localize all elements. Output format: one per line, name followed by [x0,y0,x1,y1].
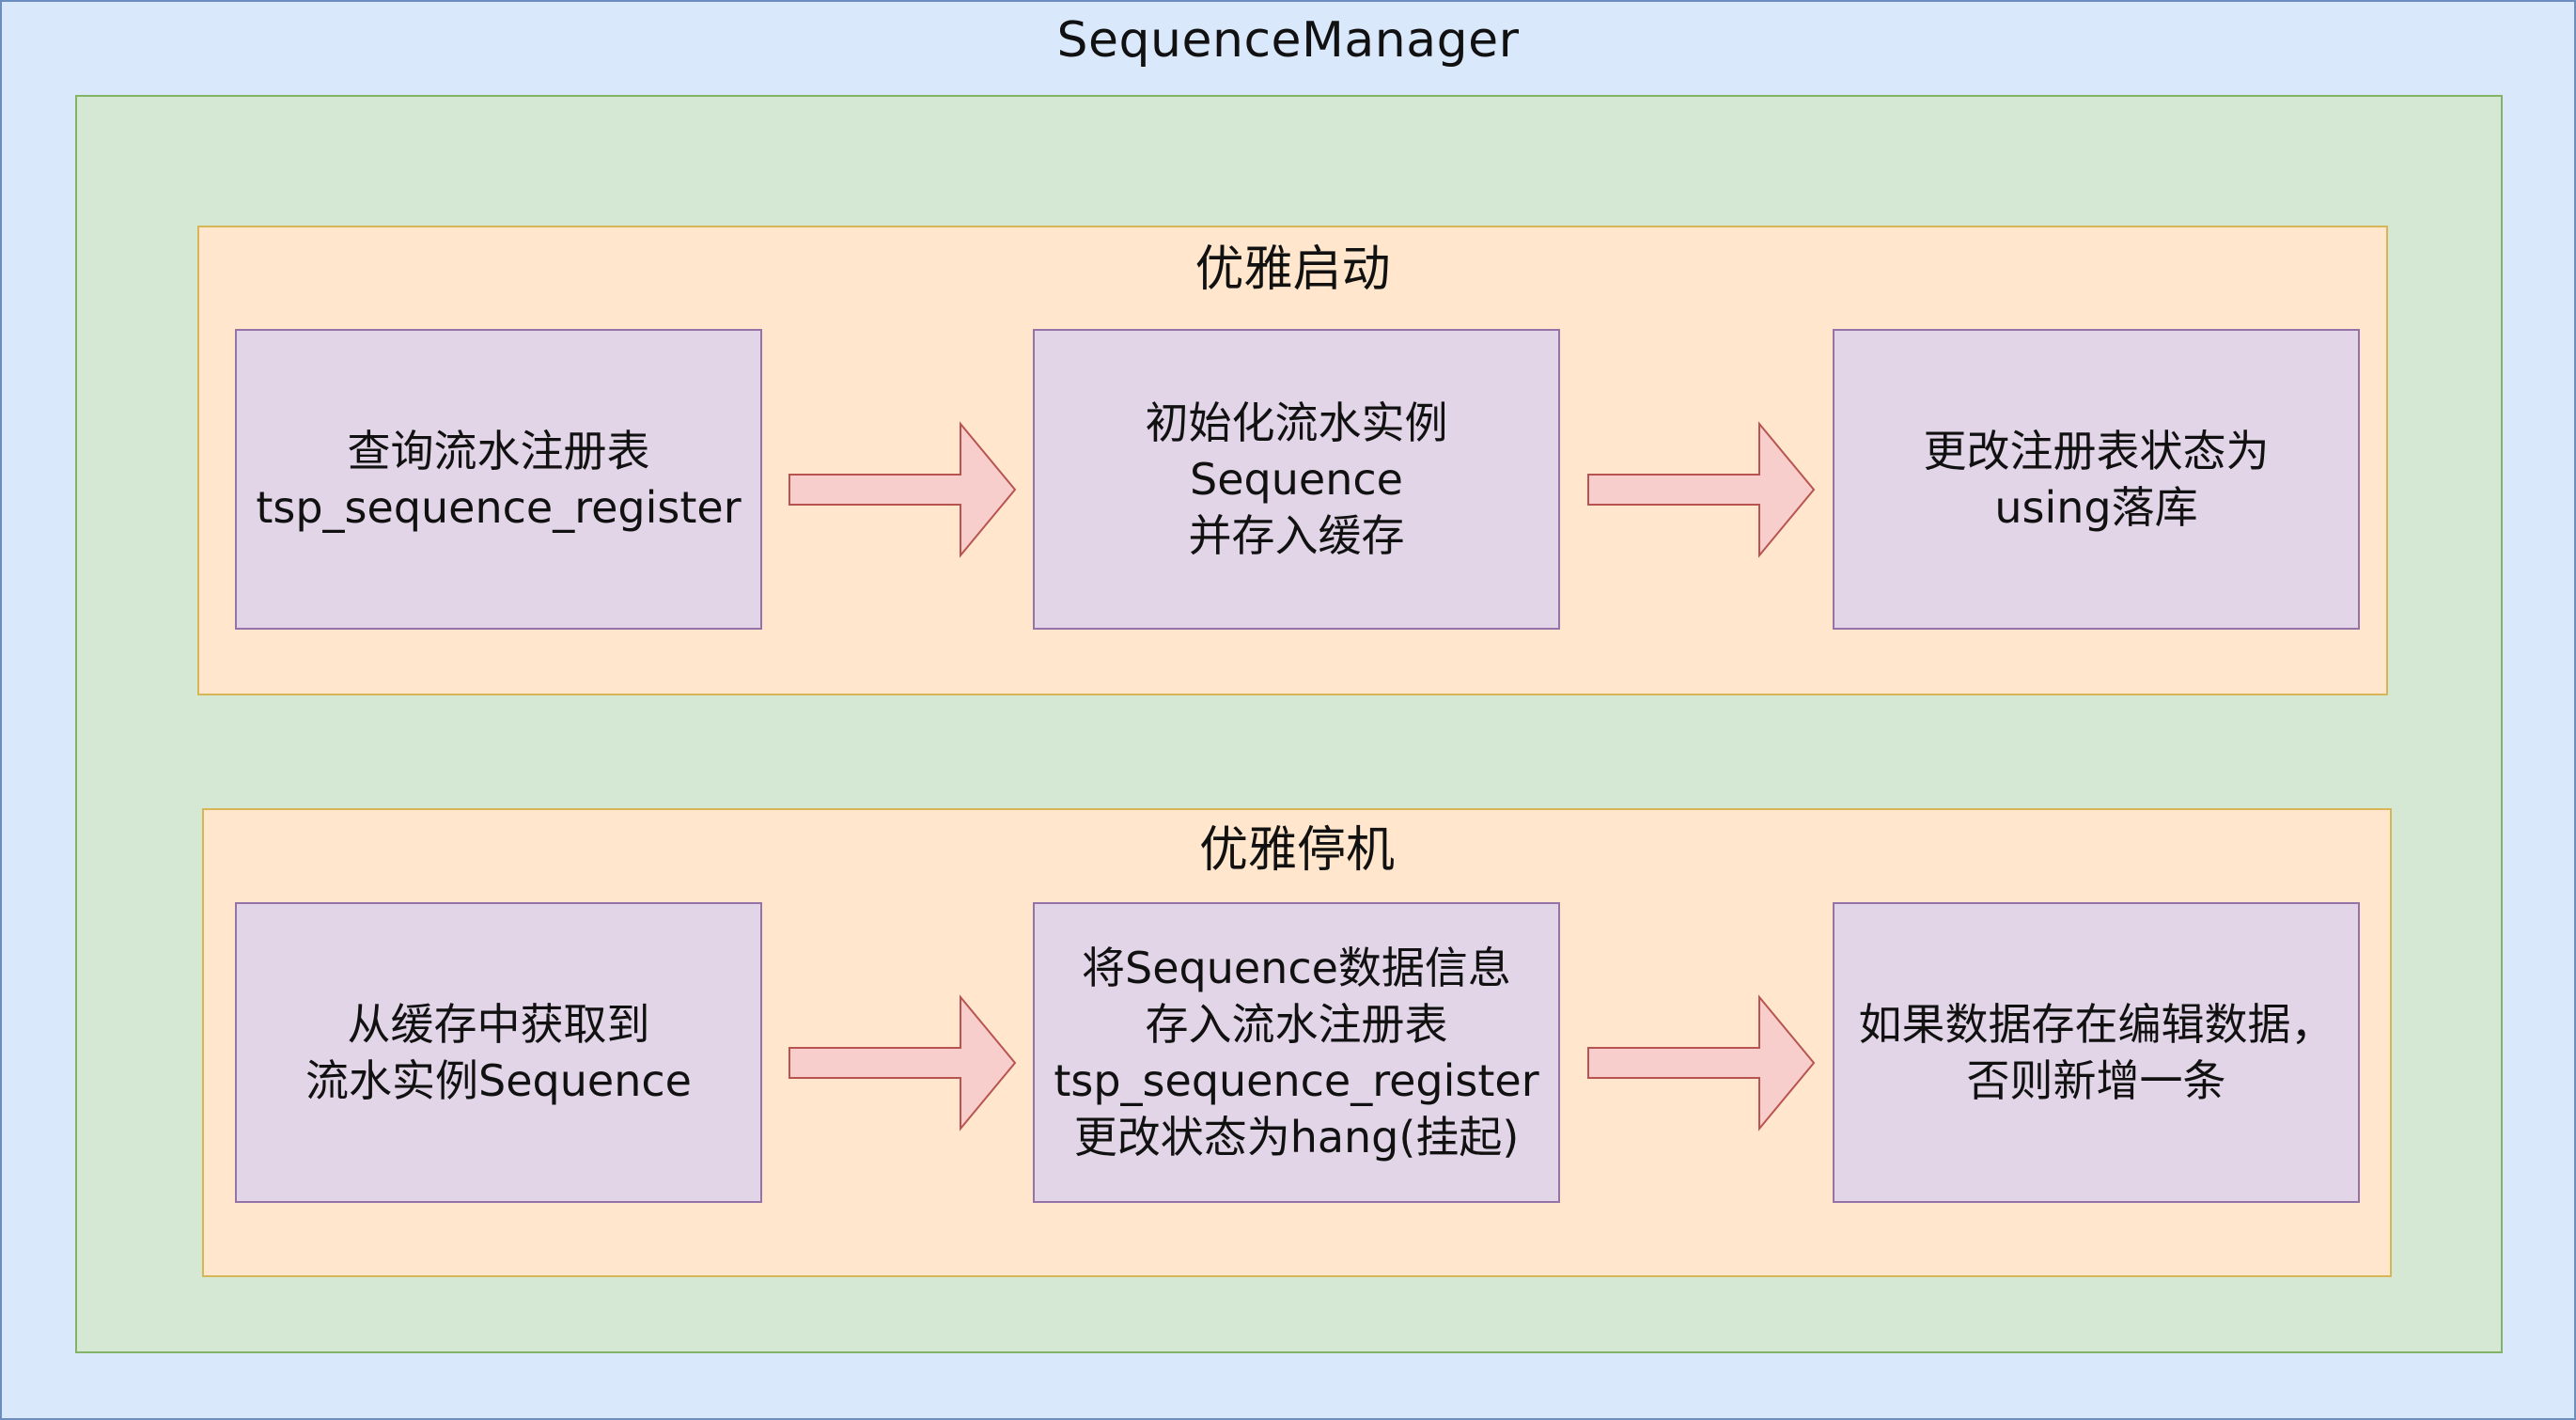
diagram-title: SequenceManager [1056,12,1520,69]
step-init-sequence: 初始化流水实例 Sequence 并存入缓存 [1033,329,1560,630]
section-title-startup: 优雅启动 [1194,241,1391,298]
step-get-from-cache: 从缓存中获取到 流水实例Sequence [235,902,762,1203]
step-label: 更改注册表状态为 using落库 [1923,426,2270,533]
step-label: 初始化流水实例 Sequence 并存入缓存 [1145,398,1448,561]
section-title-shutdown: 优雅停机 [1198,821,1395,879]
arrow-right-icon [1587,994,1816,1131]
step-query-registry: 查询流水注册表 tsp_sequence_register [235,329,762,630]
step-save-and-hang: 将Sequence数据信息 存入流水注册表 tsp_sequence_regis… [1033,902,1560,1203]
step-label: 将Sequence数据信息 存入流水注册表 tsp_sequence_regis… [1054,943,1539,1163]
arrow-right-icon [788,994,1017,1131]
step-label: 如果数据存在编辑数据， 否则新增一条 [1858,999,2334,1106]
arrow-right-icon [1587,421,1816,558]
arrow-right-icon [788,421,1017,558]
step-label: 查询流水注册表 tsp_sequence_register [256,426,742,533]
step-edit-or-insert: 如果数据存在编辑数据， 否则新增一条 [1833,902,2360,1203]
step-update-status-using: 更改注册表状态为 using落库 [1833,329,2360,630]
step-label: 从缓存中获取到 流水实例Sequence [305,999,692,1106]
